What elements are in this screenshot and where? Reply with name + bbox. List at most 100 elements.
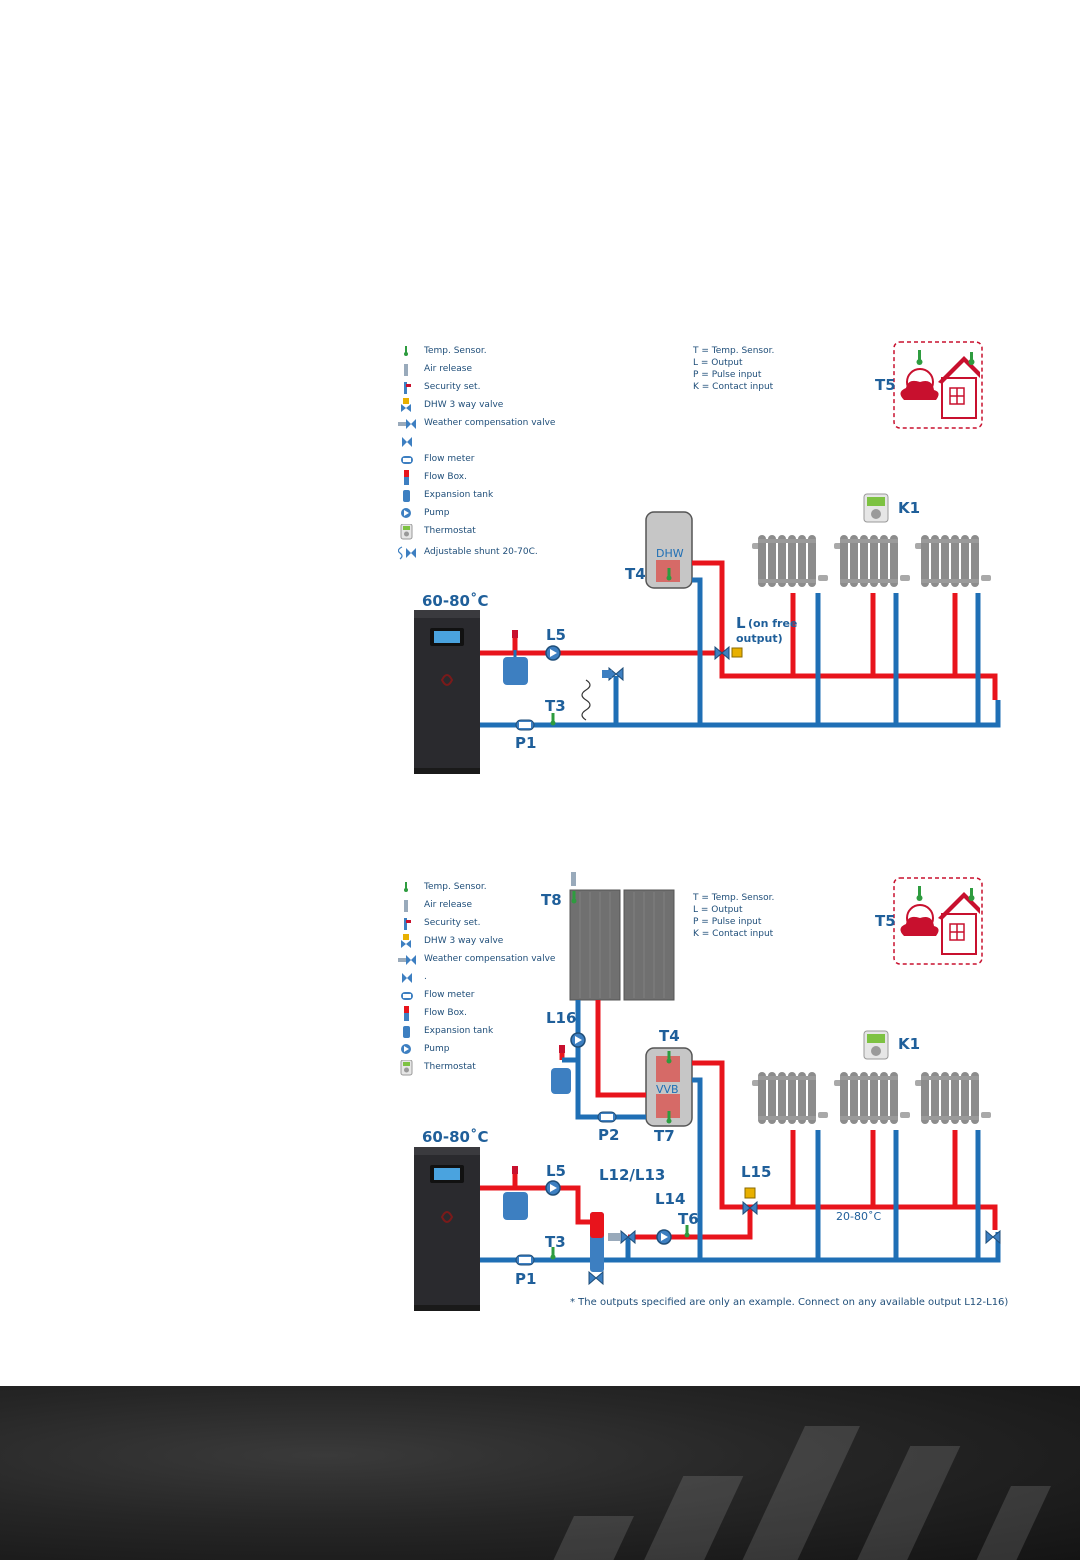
security-set-icon: [398, 380, 418, 396]
decorative-stripe: [735, 1426, 860, 1560]
l14-label: L14: [655, 1190, 686, 1208]
temperature-range-label: 20-80˚C: [836, 1210, 882, 1223]
legend-row: Flow meter: [398, 988, 598, 1004]
thermostat-icon: [398, 1059, 418, 1076]
legend-label: Expansion tank: [424, 490, 494, 500]
key-l: L = Output: [693, 905, 743, 915]
flow-box-icon: [398, 470, 418, 486]
legend-label: Air release: [424, 900, 473, 910]
air-release-icon: [398, 362, 418, 378]
key-l: L = Output: [693, 358, 743, 368]
key-t: T = Temp. Sensor.: [693, 346, 775, 356]
legend-label: Thermostat: [424, 1062, 476, 1072]
legend-label: Expansion tank: [424, 1026, 494, 1036]
heating-diagrams: [413, 341, 1001, 1312]
legend-label: Thermostat: [424, 526, 476, 536]
pump-icon: [398, 506, 418, 522]
footer-band: [0, 1386, 1080, 1560]
l-output-note-2: output): [736, 632, 783, 645]
legend-label: Weather compensation valve: [424, 954, 556, 964]
decorative-stripe: [546, 1516, 634, 1560]
legend-label: Security set.: [424, 382, 481, 392]
legend-label: Flow Box.: [424, 1008, 467, 1018]
l15-label: L15: [741, 1163, 772, 1181]
legend-row: [398, 434, 598, 450]
key-t: T = Temp. Sensor.: [693, 893, 775, 903]
legend-row: Flow Box.: [398, 470, 598, 486]
expansion-tank-icon: [398, 1024, 418, 1040]
l5-label: L5: [546, 1162, 566, 1180]
legend-row: Flow meter: [398, 452, 598, 468]
vvb-label: VVB: [656, 1083, 679, 1096]
t5-label: T5: [875, 376, 896, 394]
flow-box-icon: [398, 1006, 418, 1022]
l-output-note-1: (on free: [748, 617, 798, 630]
legend-label: Flow Box.: [424, 472, 467, 482]
diagram-1: [413, 341, 1001, 775]
key-k: K = Contact input: [693, 929, 774, 939]
legend-row: Temp. Sensor.: [398, 880, 598, 896]
legend-row: Thermostat: [398, 523, 598, 540]
air-release-icon: [398, 898, 418, 914]
boiler-temp-label: 60-80˚C: [422, 1128, 489, 1146]
legend-row: Pump: [398, 1042, 598, 1058]
legend-label: .: [424, 972, 427, 982]
t7-label: T7: [654, 1127, 675, 1145]
legend-row: Expansion tank: [398, 1024, 598, 1040]
legend-row: Pump: [398, 506, 598, 522]
shunt-icon: [397, 545, 418, 561]
decorative-stripe: [636, 1476, 744, 1560]
legend-label: Air release: [424, 364, 473, 374]
k1-label: K1: [898, 499, 921, 517]
k1-label: K1: [898, 1035, 921, 1053]
legend-row: Adjustable shunt 20-70C.: [397, 545, 598, 561]
p1-label: P1: [515, 1270, 537, 1288]
abbreviation-key-top: T = Temp. Sensor. L = Output P = Pulse i…: [693, 345, 774, 393]
t3-label: T3: [545, 697, 566, 715]
legend-row: Security set.: [398, 380, 598, 396]
dhw-label: DHW: [656, 547, 684, 560]
t4-label: T4: [659, 1027, 680, 1045]
key-p: P = Pulse input: [693, 917, 762, 927]
decorative-stripe: [969, 1486, 1051, 1560]
legend-row: Thermostat: [398, 1059, 598, 1076]
temp-sensor-icon: [398, 344, 418, 360]
legend-row: Weather compensation valve: [398, 416, 598, 432]
thermostat-icon: [398, 523, 418, 540]
p1-label: P1: [515, 734, 537, 752]
legend-label: Pump: [424, 1044, 450, 1054]
legend-label: Flow meter: [424, 454, 475, 464]
l16-label: L16: [546, 1009, 577, 1027]
t6-label: T6: [678, 1210, 699, 1228]
temp-sensor-icon: [398, 880, 418, 896]
decorative-stripe: [849, 1446, 961, 1560]
flow-meter-icon: [398, 988, 418, 1004]
legend-label: Security set.: [424, 918, 481, 928]
expansion-tank-icon: [398, 488, 418, 504]
t3-label: T3: [545, 1233, 566, 1251]
t4-label: T4: [625, 565, 646, 583]
legend-label: Temp. Sensor.: [424, 882, 487, 892]
legend-label: Pump: [424, 508, 450, 518]
legend-row: Temp. Sensor.: [398, 344, 598, 360]
diagram-2: [413, 872, 1001, 1312]
l12-l13-label: L12/L13: [599, 1166, 666, 1184]
l5-label: L5: [546, 626, 566, 644]
legend-row: DHW 3 way valve: [398, 398, 598, 414]
legend-row: Air release: [398, 898, 598, 914]
weather-valve-icon: [398, 952, 418, 968]
legend-row: DHW 3 way valve: [398, 934, 598, 950]
key-k: K = Contact input: [693, 382, 774, 392]
valve-icon: [398, 434, 418, 450]
legend-label: Weather compensation valve: [424, 418, 556, 428]
p2-label: P2: [598, 1126, 620, 1144]
legend-label: DHW 3 way valve: [424, 400, 504, 410]
legend-row: Weather compensation valve: [398, 952, 598, 968]
dhw-valve-icon: [398, 398, 418, 414]
footnote: * The outputs specified are only an exam…: [570, 1297, 1009, 1308]
legend-row: Air release: [398, 362, 598, 378]
weather-valve-icon: [398, 416, 418, 432]
t8-label: T8: [541, 891, 562, 909]
legend-label: Temp. Sensor.: [424, 346, 487, 356]
dhw-valve-icon: [398, 934, 418, 950]
